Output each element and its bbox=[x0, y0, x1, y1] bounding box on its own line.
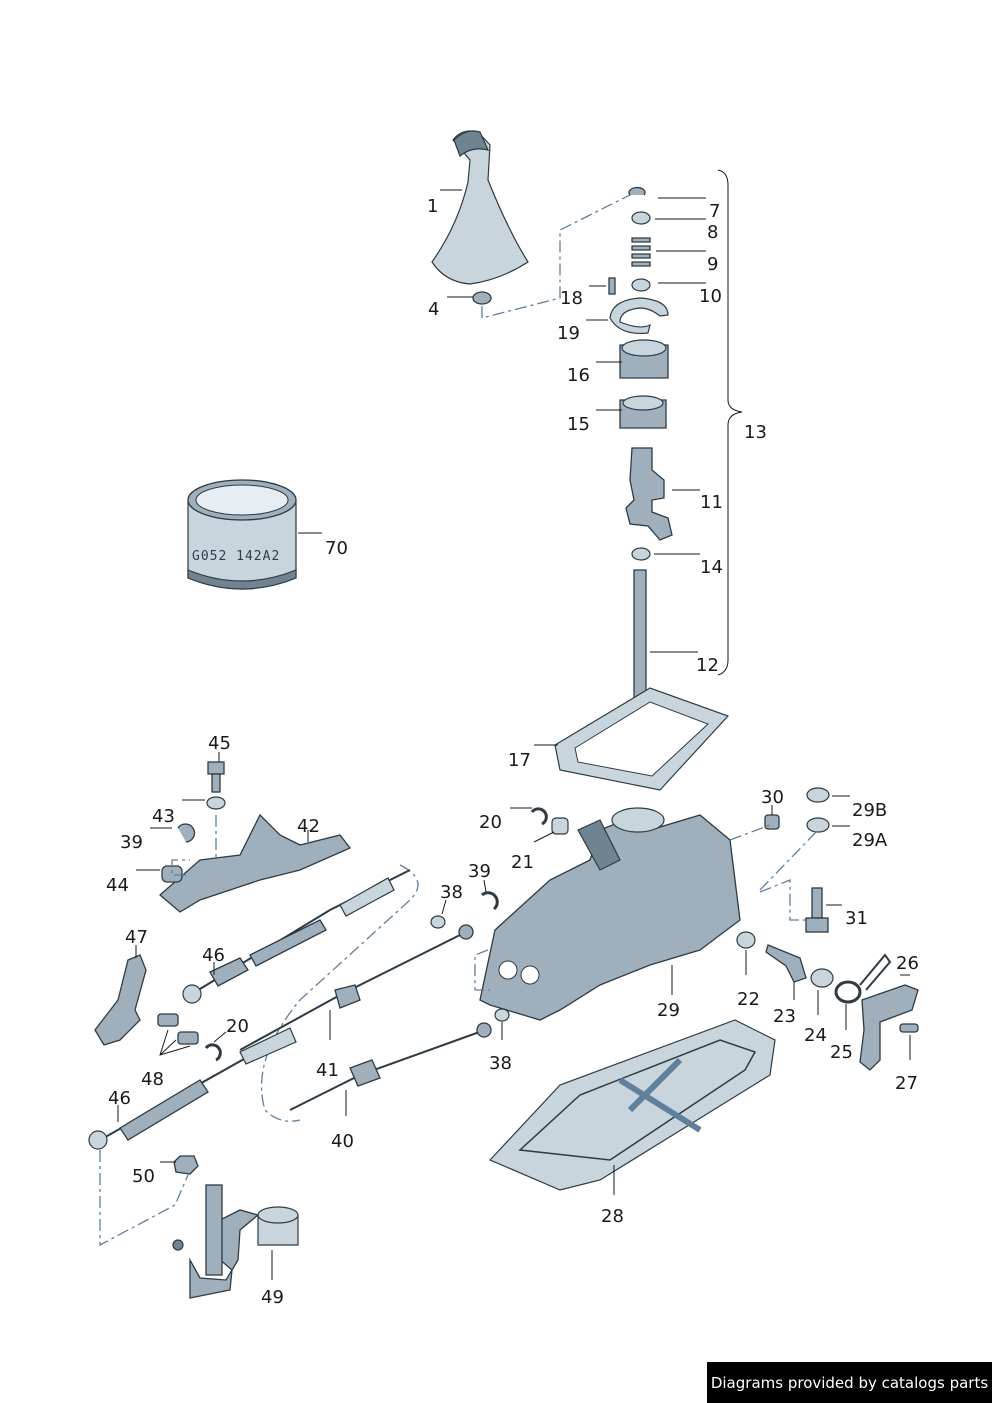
callout-7: 7 bbox=[709, 201, 720, 222]
callout-18: 18 bbox=[560, 288, 583, 309]
part-22-bush bbox=[736, 931, 756, 975]
callout-20-upper: 20 bbox=[479, 812, 502, 833]
callout-38-upper: 38 bbox=[440, 882, 463, 903]
part-26-spring-end bbox=[859, 953, 910, 991]
gear-knob-boot bbox=[431, 130, 529, 285]
part-50-nut bbox=[160, 1155, 199, 1175]
part-8-bush bbox=[631, 211, 706, 225]
part-29a-cap bbox=[806, 817, 850, 833]
part-38-ring-upper bbox=[430, 899, 447, 929]
callout-42: 42 bbox=[297, 816, 320, 837]
part-27-lever bbox=[859, 984, 919, 1071]
part-11-lever-head bbox=[625, 447, 700, 541]
part-47-lever bbox=[94, 945, 147, 1046]
part-15-guide bbox=[596, 395, 667, 429]
callout-25: 25 bbox=[830, 1042, 853, 1063]
part-29-housing bbox=[479, 807, 741, 1021]
callout-29a: 29A bbox=[852, 830, 888, 851]
part-39-clip-left bbox=[150, 823, 196, 843]
callout-49: 49 bbox=[261, 1287, 284, 1308]
callout-23: 23 bbox=[773, 1006, 796, 1027]
part-24-washer bbox=[810, 968, 834, 1015]
part-42-bracket bbox=[159, 813, 352, 913]
part-29b-cap bbox=[806, 787, 850, 803]
callout-29b: 29B bbox=[852, 800, 887, 821]
callout-16: 16 bbox=[567, 365, 590, 386]
callout-19: 19 bbox=[557, 323, 580, 344]
part-10-seat bbox=[631, 278, 706, 292]
callout-24: 24 bbox=[804, 1025, 827, 1046]
callout-9: 9 bbox=[707, 254, 718, 275]
part-28-cover bbox=[488, 1019, 776, 1195]
callout-30: 30 bbox=[761, 787, 784, 808]
part-4-nut bbox=[447, 291, 492, 305]
part-20-clip-upper bbox=[510, 807, 548, 826]
callout-46-upper: 46 bbox=[202, 945, 225, 966]
attribution-footer: Diagrams provided by catalogs parts bbox=[707, 1362, 992, 1403]
callout-27: 27 bbox=[895, 1073, 918, 1094]
callout-39-right: 39 bbox=[468, 861, 491, 882]
callout-39-left: 39 bbox=[120, 832, 143, 853]
callout-44: 44 bbox=[106, 875, 129, 896]
callout-21: 21 bbox=[511, 852, 534, 873]
callout-22: 22 bbox=[737, 989, 760, 1010]
part-17-gasket bbox=[534, 687, 730, 791]
part-7-circlip bbox=[628, 186, 706, 199]
callout-17: 17 bbox=[508, 750, 531, 771]
can-marking: G052 142A2 bbox=[192, 549, 280, 564]
part-48-pins bbox=[157, 1013, 199, 1056]
part-40-cable bbox=[289, 1022, 492, 1116]
part-25-spring bbox=[834, 980, 862, 1030]
part-46-lower-cable-end bbox=[88, 1027, 297, 1150]
callout-29: 29 bbox=[657, 1000, 680, 1021]
part-46-upper-cable-end bbox=[182, 869, 411, 1004]
callout-14: 14 bbox=[700, 557, 723, 578]
callout-labels: 1 4 7 8 9 10 18 19 16 15 13 11 14 12 17 … bbox=[106, 196, 919, 1308]
part-14-washer bbox=[631, 547, 700, 561]
callout-11: 11 bbox=[700, 492, 723, 513]
part-20-clip-lower bbox=[204, 1031, 227, 1062]
callout-38-lower: 38 bbox=[489, 1053, 512, 1074]
callout-46-lower: 46 bbox=[108, 1088, 131, 1109]
callout-70: 70 bbox=[325, 538, 348, 559]
callout-12: 12 bbox=[696, 655, 719, 676]
part-44-bush bbox=[136, 865, 183, 883]
callout-1: 1 bbox=[427, 196, 438, 217]
attribution-text: Diagrams provided by catalogs parts bbox=[710, 1373, 989, 1392]
part-21-bush bbox=[533, 817, 569, 843]
part-19-clip bbox=[586, 297, 669, 335]
callout-20-lower: 20 bbox=[226, 1016, 249, 1037]
part-49-bracket bbox=[172, 1184, 299, 1299]
callout-40: 40 bbox=[331, 1131, 354, 1152]
part-16-housing bbox=[596, 339, 669, 379]
part-9-spring bbox=[631, 237, 706, 267]
callout-10: 10 bbox=[699, 286, 722, 307]
part-23-pin bbox=[765, 944, 807, 1000]
part-38-ring-lower bbox=[494, 1008, 510, 1040]
part-41-cable bbox=[239, 924, 474, 1051]
callout-43: 43 bbox=[152, 806, 175, 827]
callout-13: 13 bbox=[744, 422, 767, 443]
callout-31: 31 bbox=[845, 908, 868, 929]
callout-41: 41 bbox=[316, 1060, 339, 1081]
callout-47: 47 bbox=[125, 927, 148, 948]
callout-28: 28 bbox=[601, 1206, 624, 1227]
callout-4: 4 bbox=[428, 299, 439, 320]
callout-50: 50 bbox=[132, 1166, 155, 1187]
part-31-screw bbox=[805, 887, 842, 933]
callout-26: 26 bbox=[896, 953, 919, 974]
part-70-grease-can: G052 142A2 bbox=[187, 479, 322, 590]
callout-48: 48 bbox=[141, 1069, 164, 1090]
callout-15: 15 bbox=[567, 414, 590, 435]
part-45-bolt bbox=[207, 752, 225, 793]
part-43-washer bbox=[182, 796, 226, 810]
part-39-clip-right bbox=[481, 879, 499, 911]
part-18-screw bbox=[589, 277, 616, 295]
callout-8: 8 bbox=[707, 222, 718, 243]
callout-45: 45 bbox=[208, 733, 231, 754]
